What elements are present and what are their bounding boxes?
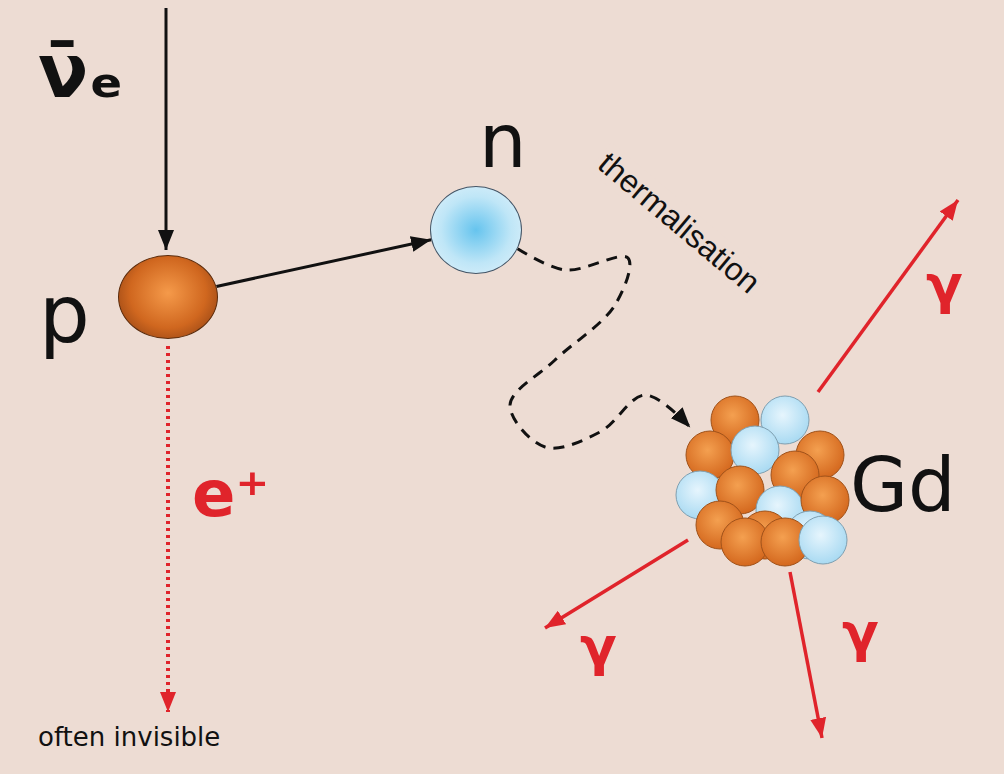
neutrino-symbol: ν̄ₑ	[38, 34, 124, 108]
gamma-arrow	[790, 572, 822, 738]
positron-track	[166, 346, 170, 712]
particle-label: n	[479, 104, 527, 179]
connector-arrow	[216, 240, 431, 287]
proton: p	[118, 255, 218, 339]
connector-arrow	[510, 249, 690, 448]
edge-label: thermalisation	[588, 142, 770, 303]
connectors	[216, 240, 690, 448]
gadolinium-nucleus: Gd	[675, 390, 845, 565]
nucleus-cluster	[675, 390, 845, 565]
neutron-ball	[799, 516, 847, 564]
gamma-arrow	[545, 540, 688, 628]
particle-label: Gd	[850, 448, 956, 523]
gamma-symbol: γ	[926, 258, 963, 312]
gamma-symbol: γ	[842, 606, 879, 660]
neutrino-arrow	[165, 8, 168, 250]
note: often invisible	[38, 724, 220, 750]
gamma-symbol: γ	[580, 620, 617, 674]
positron-symbol: e⁺	[192, 462, 269, 526]
particle-label: p	[39, 275, 90, 355]
neutron: n	[430, 186, 522, 274]
